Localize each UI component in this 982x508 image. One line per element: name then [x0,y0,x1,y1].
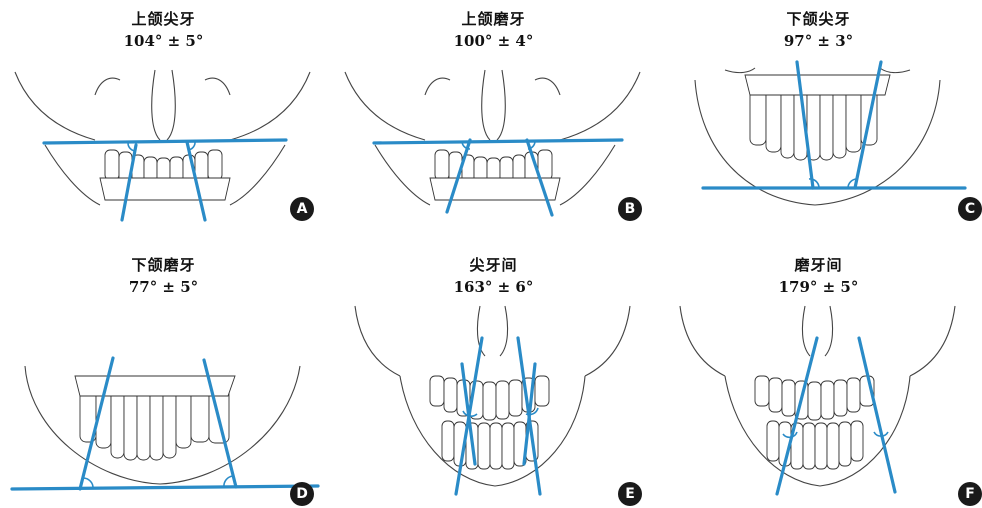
panel-e: 尖牙间 163° ± 6° [330,246,657,500]
panel-b: 上颌磨牙 100° ± 4° [330,0,657,254]
reference-line [44,140,286,143]
maxillary-molar-diagram [330,0,657,254]
panel-d: 下颌磨牙 77° ± 5° D [0,246,327,500]
upper-teeth [430,150,560,200]
maxillary-canine-diagram [0,0,327,254]
teeth [755,376,874,469]
reference-line [12,486,318,489]
intermolar-diagram [655,246,982,500]
panel-f: 磨牙间 179° ± 5° [655,246,982,500]
right-molar-axis [859,338,895,492]
mandibular-canine-diagram [655,0,982,254]
reference-line [374,140,622,143]
panel-d-label: D [290,482,314,506]
mandibular-molar-diagram [0,246,327,500]
panel-c-label: C [958,197,982,221]
panel-a: 上颌尖牙 104° ± 5° [0,0,327,254]
upper-teeth [100,150,230,200]
intercanine-diagram [330,246,657,500]
panel-a-label: A [290,197,314,221]
panel-f-label: F [958,482,982,506]
panel-e-label: E [618,482,642,506]
panel-b-label: B [618,197,642,221]
panel-c: 下颌尖牙 97° ± 3° C [655,0,982,254]
